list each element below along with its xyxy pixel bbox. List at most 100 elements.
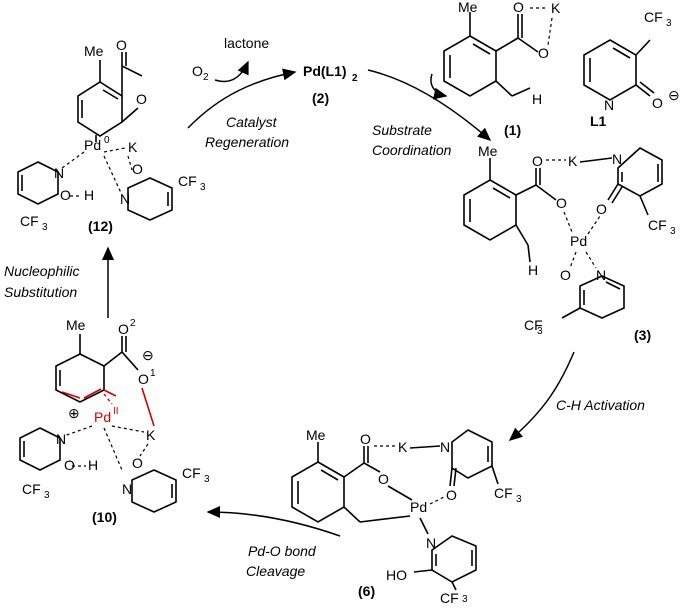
svg-text:O: O xyxy=(652,95,663,111)
svg-text:2: 2 xyxy=(203,72,209,83)
svg-text:K: K xyxy=(551,0,561,16)
svg-text:H: H xyxy=(84,187,94,203)
compound-label-3: (3) xyxy=(634,327,651,343)
oxygen-label: O xyxy=(192,63,203,79)
svg-text:HO: HO xyxy=(386,567,407,583)
svg-text:Pd: Pd xyxy=(94,409,111,425)
svg-text:N: N xyxy=(56,431,66,447)
svg-text:⊕: ⊕ xyxy=(68,405,80,421)
svg-text:3: 3 xyxy=(44,490,50,501)
svg-text:3: 3 xyxy=(516,494,522,505)
svg-text:1: 1 xyxy=(150,368,156,379)
ch-activation-arrow xyxy=(508,351,575,441)
svg-text:CF: CF xyxy=(524,317,543,333)
svg-text:CF: CF xyxy=(648,217,667,233)
svg-text:K: K xyxy=(146,427,156,443)
compound-10-structure: Me O 2 ⊖ O 1 ⊕ Pd II K N O H CF 3 O N CF xyxy=(19,317,210,525)
svg-text:CF: CF xyxy=(182,465,201,481)
svg-text:N: N xyxy=(604,97,614,113)
svg-text:N: N xyxy=(596,267,606,283)
svg-text:CF: CF xyxy=(494,485,513,501)
svg-text:Pd: Pd xyxy=(84,137,101,153)
svg-text:K: K xyxy=(128,139,138,155)
svg-text:2: 2 xyxy=(130,318,136,329)
compound-label-1: (1) xyxy=(504,122,521,138)
svg-text:O: O xyxy=(64,457,75,473)
svg-text:⊖: ⊖ xyxy=(142,347,154,363)
svg-text:O: O xyxy=(446,487,457,503)
svg-text:O: O xyxy=(560,267,571,283)
svg-text:O: O xyxy=(138,371,149,387)
compound-3-structure: Me O O K H Pd O N CF 3 O N CF xyxy=(463,143,676,343)
svg-text:Me: Me xyxy=(66,317,86,333)
svg-text:N: N xyxy=(426,535,436,551)
svg-text:II: II xyxy=(113,406,119,417)
compound-label-10: (10) xyxy=(92,509,117,525)
svg-text:Coordination: Coordination xyxy=(372,142,452,158)
ligand-label-L1: L1 xyxy=(590,113,607,129)
svg-text:O: O xyxy=(513,0,524,15)
svg-text:O: O xyxy=(132,455,143,471)
svg-text:O: O xyxy=(60,187,71,203)
svg-text:C-H Activation: C-H Activation xyxy=(556,397,645,413)
svg-text:K: K xyxy=(398,439,408,455)
svg-text:Pd-O bond: Pd-O bond xyxy=(248,543,317,559)
svg-text:Cleavage: Cleavage xyxy=(246,563,305,579)
svg-text:N: N xyxy=(612,151,622,167)
svg-text:Catalyst: Catalyst xyxy=(226,114,278,130)
svg-text:CF: CF xyxy=(20,213,39,229)
svg-text:3: 3 xyxy=(200,182,206,193)
svg-text:3: 3 xyxy=(42,222,48,233)
svg-text:Substitution: Substitution xyxy=(4,284,77,300)
svg-text:Me: Me xyxy=(84,43,104,59)
svg-text:O: O xyxy=(116,37,127,53)
svg-text:O: O xyxy=(378,471,389,487)
svg-text:O: O xyxy=(596,201,607,217)
svg-text:H: H xyxy=(532,91,542,107)
svg-text:0: 0 xyxy=(104,135,110,146)
svg-text:CF: CF xyxy=(22,481,41,497)
svg-text:⊖: ⊖ xyxy=(668,87,680,103)
svg-text:Me: Me xyxy=(306,427,326,443)
svg-text:Regeneration: Regeneration xyxy=(205,134,289,150)
catalyst-label: Pd(L1) xyxy=(303,63,347,79)
svg-text:Me: Me xyxy=(478,143,498,159)
compound-12-structure: O O Me Pd 0 K N O H CF 3 O N CF 3 (12) xyxy=(17,37,206,234)
svg-text:CF: CF xyxy=(178,173,197,189)
svg-text:O: O xyxy=(136,91,147,107)
catalyst-regeneration-arrow xyxy=(187,68,297,129)
svg-text:3: 3 xyxy=(462,594,468,603)
substrate-coordination-arrow xyxy=(367,69,492,141)
svg-text:O: O xyxy=(556,195,567,211)
compound-label-6: (6) xyxy=(358,583,375,599)
svg-text:CF: CF xyxy=(644,9,663,25)
ligand-L1-structure: CF 3 N O ⊖ L1 xyxy=(583,9,680,129)
svg-text:N: N xyxy=(122,481,132,497)
svg-text:N: N xyxy=(54,165,64,181)
svg-text:3: 3 xyxy=(670,226,676,237)
svg-text:Pd: Pd xyxy=(570,233,587,249)
svg-text:H: H xyxy=(88,457,98,473)
svg-text:N: N xyxy=(440,439,450,455)
svg-text:H: H xyxy=(528,262,538,278)
svg-text:3: 3 xyxy=(537,326,543,337)
svg-text:O: O xyxy=(360,431,371,447)
svg-text:Nucleophilic: Nucleophilic xyxy=(4,263,79,279)
svg-text:O: O xyxy=(118,321,129,337)
compound-label-2: (2) xyxy=(312,90,329,106)
pdo-cleavage-arrow xyxy=(206,506,341,537)
svg-text:Pd: Pd xyxy=(410,499,427,515)
lactone-label: lactone xyxy=(224,35,269,51)
svg-text:O: O xyxy=(132,161,143,177)
compound-1-structure: Me O O K H (1) xyxy=(443,0,561,138)
svg-text:O: O xyxy=(532,153,543,169)
svg-text:2: 2 xyxy=(352,73,358,84)
compound-label-12: (12) xyxy=(88,218,113,234)
svg-text:3: 3 xyxy=(666,18,672,29)
svg-text:K: K xyxy=(568,153,578,169)
svg-text:3: 3 xyxy=(204,474,210,485)
compound-6-structure: Me O O K Pd O N CF 3 N HO CF 3 (6 xyxy=(291,427,522,606)
svg-text:Substrate: Substrate xyxy=(372,122,432,138)
svg-text:N: N xyxy=(120,191,130,207)
